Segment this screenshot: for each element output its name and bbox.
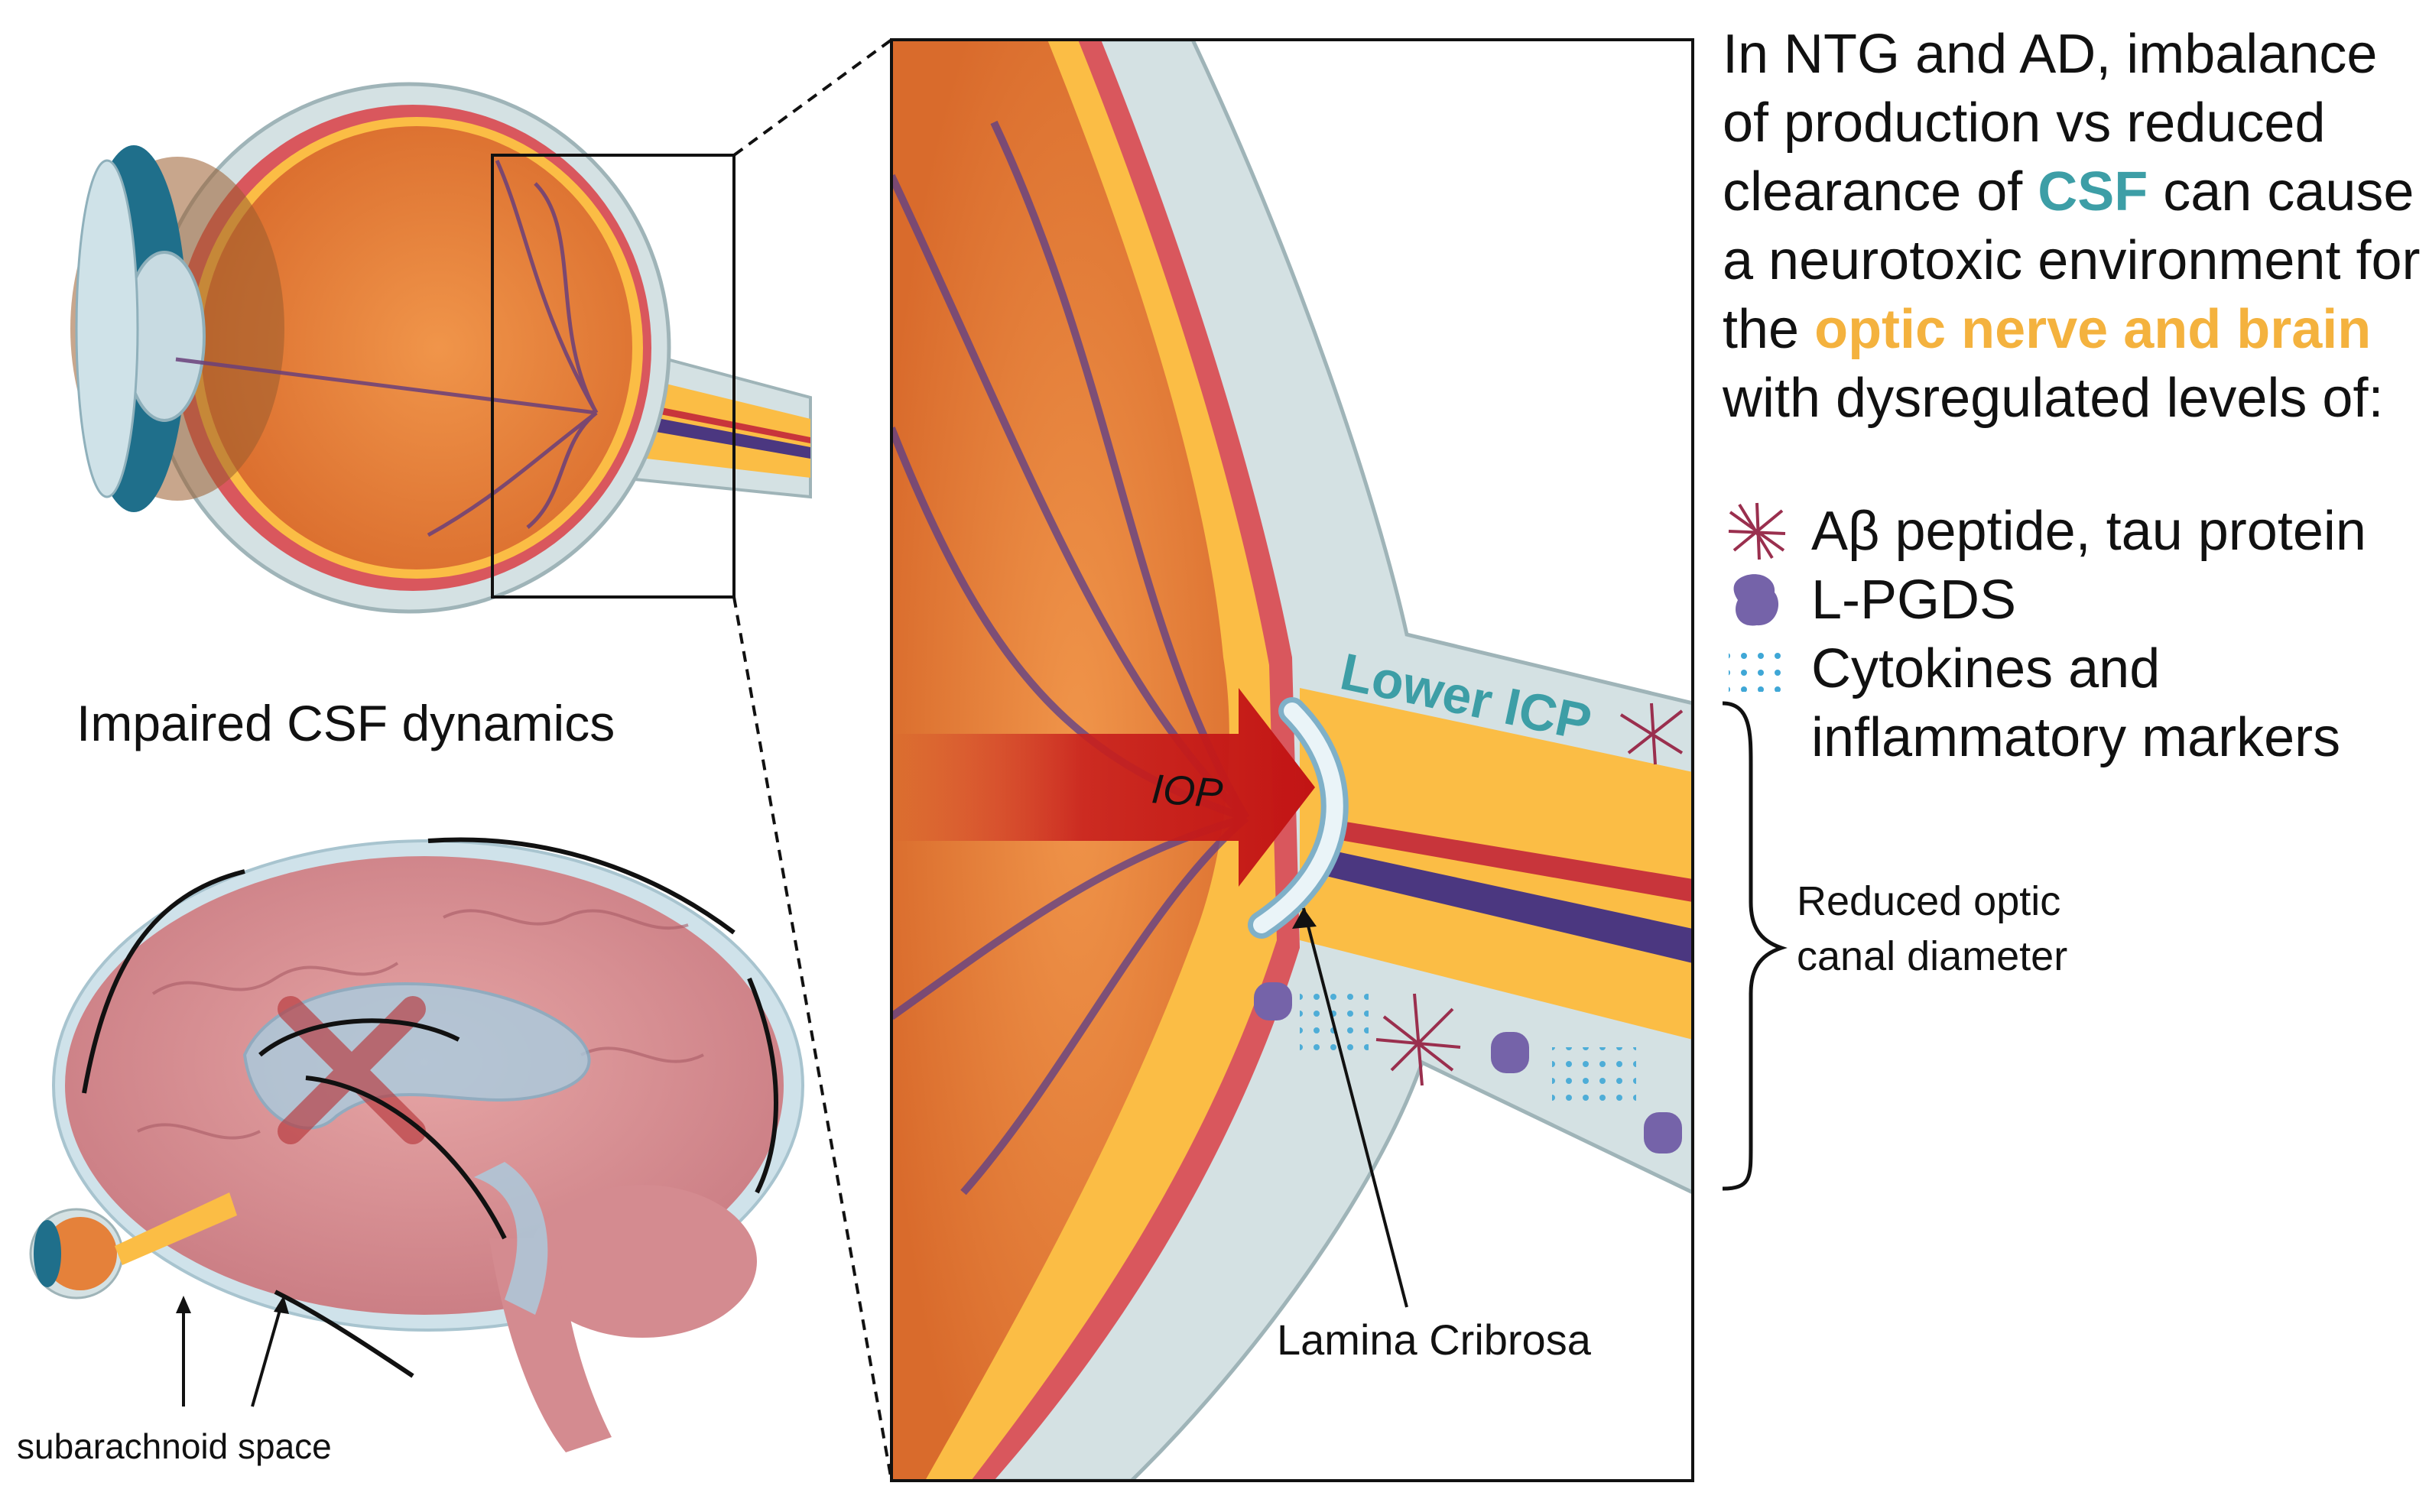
impaired-csf-caption: Impaired CSF dynamics <box>76 695 615 751</box>
amyloid-fibril <box>1375 702 1684 1086</box>
eye-cross-section <box>70 82 812 614</box>
explanation-paragraph: In NTG and AD, imbalance of production v… <box>1723 20 2426 433</box>
subarachnoid-label: subarachnoid space <box>17 1426 332 1466</box>
marker-label-amyloid: Aβ peptide, tau protein <box>1811 501 2366 562</box>
lamina-cribrosa-label: Lamina Cribrosa <box>1277 1316 1591 1364</box>
para-text-3: with dysregulated levels of: <box>1723 368 2384 429</box>
para-text-2: can cause a neurotoxic environment for t… <box>1723 161 2421 360</box>
marker-amyloid: Aβ peptide, tau protein <box>1723 497 2366 566</box>
marker-cytokines: Cytokines and inflammatory markers <box>1723 634 2429 768</box>
lamina-pointer <box>1302 907 1408 1308</box>
protein-blob-icon <box>1733 574 1779 626</box>
iop-label: IOP <box>1150 766 1224 816</box>
iop-arrow <box>891 688 1315 887</box>
para-optic: optic nerve and brain <box>1814 299 2372 360</box>
zoom-line-bottom <box>732 596 893 1481</box>
amyloid-fibril-icon <box>1728 502 1786 560</box>
zoom-line-top <box>732 38 893 157</box>
para-csf: CSF <box>2038 161 2148 222</box>
marker-label-cytokines: Cytokines and inflammatory markers <box>1811 638 2341 768</box>
reduced-canal-label: Reduced optic canal diameter <box>1797 878 2068 979</box>
marker-label-lpgds: L-PGDS <box>1811 569 2017 631</box>
zoom-panel <box>890 38 1694 1482</box>
brain-illustration <box>29 837 804 1452</box>
para-text-1: In NTG and AD, imbalance of production v… <box>1723 24 2378 222</box>
cytokine-dots-icon <box>1729 646 1785 692</box>
marker-lpgds: L-PGDS <box>1723 566 2016 634</box>
brace <box>1722 701 1788 1191</box>
protein-blob <box>1254 982 1292 1020</box>
